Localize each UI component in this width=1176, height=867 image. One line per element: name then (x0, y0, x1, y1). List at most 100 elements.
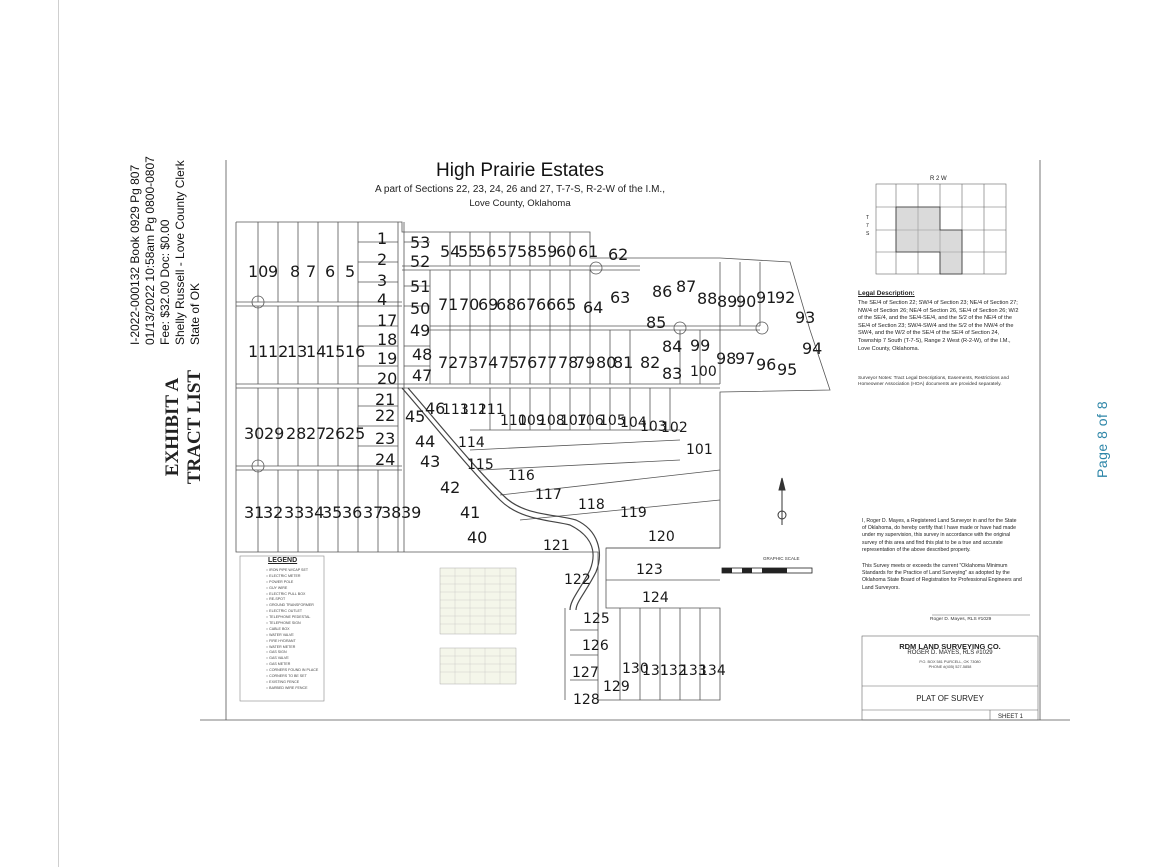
tract-number: 56 (476, 242, 496, 261)
tract-number: 81 (613, 353, 633, 372)
graphic-scale-label: GRAPHIC SCALE (763, 556, 800, 561)
tract-number: 122 (564, 572, 591, 588)
tract-number: 5 (345, 262, 355, 281)
tract-number: 14 (306, 342, 326, 361)
tract-number: 85 (646, 313, 666, 332)
tract-number: 33 (284, 503, 304, 522)
tract-number: 23 (375, 429, 395, 448)
tract-number: 2 (377, 250, 387, 269)
tract-number: 73 (458, 353, 478, 372)
legend-item: ○ WATER METER (266, 644, 296, 649)
tract-number: 31 (244, 503, 264, 522)
tract-number: 128 (573, 692, 600, 708)
tract-number: 134 (699, 663, 726, 679)
tract-number: 80 (596, 353, 616, 372)
tract-number: 106 (577, 413, 604, 429)
legend-item: ○ WATER VALVE (266, 632, 294, 637)
tract-number: 64 (583, 298, 603, 317)
plat-of-survey-label: PLAT OF SURVEY (916, 694, 984, 703)
tract-number: 15 (325, 342, 345, 361)
legal-description-heading: Legal Description: (858, 290, 915, 297)
tract-number: 12 (268, 342, 288, 361)
tract-number: 50 (410, 299, 430, 318)
tract-number: 76 (517, 353, 537, 372)
tract-number: 41 (460, 503, 480, 522)
tract-number: 39 (401, 503, 421, 522)
tract-number: 102 (661, 420, 688, 436)
plat-title: High Prairie Estates (436, 160, 604, 181)
legend-item: ○ GAS SIGN (266, 650, 287, 655)
tract-number: 105 (599, 413, 626, 429)
tract-number: 132 (660, 663, 687, 679)
tract-number: 36 (342, 503, 362, 522)
legend-item: ○ GUY WIRE (266, 585, 288, 590)
tract-number: 30 (244, 424, 264, 443)
tract-number: 125 (583, 611, 610, 627)
legal-description-text: The SE/4 of Section 22; SW/4 of Section … (858, 300, 1019, 352)
tract-number: 67 (516, 295, 536, 314)
tract-number: 70 (459, 295, 479, 314)
tract-number: 65 (556, 295, 576, 314)
tract-number: 114 (458, 435, 485, 451)
tract-number: 89 (717, 292, 737, 311)
tract-number: 107 (560, 413, 587, 429)
tract-number: 131 (642, 663, 669, 679)
tract-number: 8 (290, 262, 300, 281)
tract-number: 40 (467, 528, 487, 547)
tract-number: 11 (248, 342, 268, 361)
tract-number: 34 (304, 503, 324, 522)
legend-item: ○ POWER POLE (266, 579, 294, 584)
tract-number: 18 (377, 330, 397, 349)
standards-statement: This Survey meets or exceeds the current… (862, 563, 1022, 591)
page-left-edge (58, 0, 59, 867)
company-address: P.O. BOX 581 PURCELL, OK 73080 PHONE #(4… (919, 660, 981, 669)
tract-number: 68 (496, 295, 516, 314)
tract-number: 93 (795, 308, 815, 327)
tract-number: 119 (620, 505, 647, 521)
tract-number: 17 (377, 311, 397, 330)
legend-item: ○ RE-SPOT (266, 597, 286, 602)
tract-number: 32 (263, 503, 283, 522)
tract-number: 90 (736, 292, 756, 311)
legend-item: ○ TELEPHONE PEDESTAL (266, 615, 311, 620)
tract-number: 109 (518, 413, 545, 429)
legend-item: ○ TELEPHONE SIGN (266, 621, 301, 626)
legend-title: LEGEND (268, 557, 298, 564)
tract-number: 20 (377, 369, 397, 388)
legend-item: ○ CORNERS TO BE SET (266, 674, 307, 679)
tract-number: 87 (676, 277, 696, 296)
tract-number: 113 (442, 402, 469, 418)
tract-number: 127 (572, 665, 599, 681)
tract-number: 19 (377, 349, 397, 368)
plat-subtitle: A part of Sections 22, 23, 24, 26 and 27… (375, 184, 665, 195)
tract-number: 62 (608, 245, 628, 264)
sheet-label: SHEET 1 (998, 714, 1023, 720)
tract-number: 100 (690, 364, 717, 380)
tract-number: 35 (322, 503, 342, 522)
tract-number: 10 (248, 262, 268, 281)
tract-number: 79 (575, 353, 595, 372)
tract-number: 13 (287, 342, 307, 361)
tract-number: 96 (756, 355, 776, 374)
tract-number: 47 (412, 366, 432, 385)
legend-item: ○ ELECTRIC OUTLET (266, 609, 303, 614)
tract-number: 48 (412, 345, 432, 364)
tract-number: 69 (478, 295, 498, 314)
legend-item: ○ EXISTING FENCE (266, 679, 300, 684)
tract-number: 53 (410, 233, 430, 252)
tract-number: 110 (500, 413, 527, 429)
tract-number: 104 (620, 415, 647, 431)
tract-number: 117 (535, 487, 562, 503)
tract-number: 124 (642, 590, 669, 606)
tract-number: 78 (558, 353, 578, 372)
tract-number: 27 (306, 424, 326, 443)
tract-number: 101 (686, 442, 713, 458)
legend-item: ○ ELECTRIC PULL BOX (266, 591, 306, 596)
company-name: RDM LAND SURVEYING CO. (899, 642, 1001, 651)
tract-number: 71 (438, 295, 458, 314)
key-map-township: T 7 S (866, 215, 870, 237)
tract-number: 91 (756, 288, 776, 307)
legend-item: ○ CORNERS FOUND IN PLACE (266, 668, 319, 673)
tract-number: 129 (603, 679, 630, 695)
tract-number: 42 (440, 478, 460, 497)
